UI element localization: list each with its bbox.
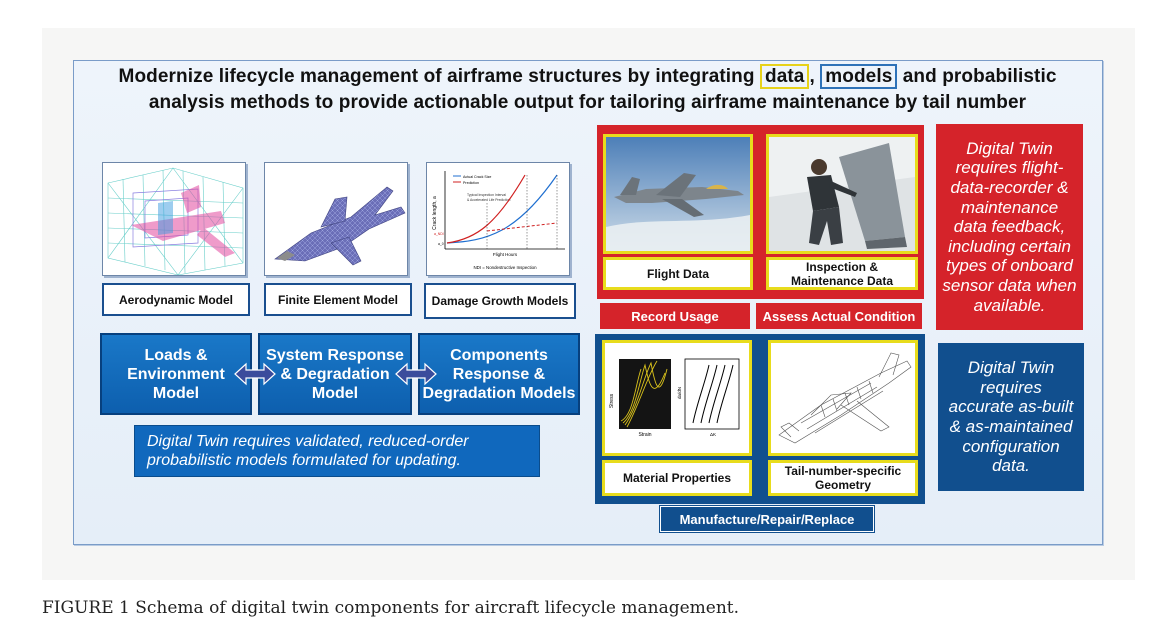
crack-growth-plot: Crack length, a Flight Hours Actual Crac… xyxy=(427,163,569,275)
material-properties-frame: Stress Strain da/dN ΔK xyxy=(602,340,752,456)
airframe-wireframe-graphic xyxy=(771,343,915,453)
validated-models-note: Digital Twin requires validated, reduced… xyxy=(134,425,540,477)
dk-axis-label: ΔK xyxy=(710,432,716,437)
headline-text-end: and probabilistic xyxy=(902,66,1057,87)
damage-growth-models-label: Damage Growth Models xyxy=(424,283,576,319)
components-response-degradation-box: Components Response & Degradation Models xyxy=(418,333,580,415)
assess-condition-label: Assess Actual Condition xyxy=(756,303,922,329)
aero-mesh-graphic xyxy=(103,163,245,275)
aerodynamic-model-label: Aerodynamic Model xyxy=(102,283,250,316)
highlight-models: models xyxy=(820,64,898,89)
crack-tick-andi: a_NDI xyxy=(434,232,444,236)
flight-data-label: Flight Data xyxy=(603,257,753,290)
headline-text: Modernize lifecycle management of airfra… xyxy=(118,66,755,87)
headline-line-1: Modernize lifecycle management of airfra… xyxy=(80,64,1095,89)
record-usage-label: Record Usage xyxy=(600,303,750,329)
crack-ylabel: Crack length, a xyxy=(432,196,438,230)
crack-note-interval: Typical Inspection Interval xyxy=(467,193,506,197)
aerodynamic-model-image xyxy=(102,162,246,276)
strain-axis-label: Strain xyxy=(638,432,651,438)
geometry-frame xyxy=(768,340,918,456)
crack-xlabel: Flight Hours xyxy=(493,252,518,257)
flight-photo-frame xyxy=(603,134,753,254)
configuration-data-note: Digital Twin requires accurate as-built … xyxy=(938,343,1084,491)
crack-legend-actual: Actual Crack Size xyxy=(463,175,491,179)
damage-growth-chart-image: Crack length, a Flight Hours Actual Crac… xyxy=(426,162,570,276)
material-properties-label: Material Properties xyxy=(602,460,752,496)
dadn-axis-label: da/dN xyxy=(677,387,682,399)
manufacture-repair-replace-label: Manufacture/Repair/Replace xyxy=(659,505,875,533)
double-arrow-icon xyxy=(234,362,276,386)
headline-line-2: analysis methods to provide actionable o… xyxy=(148,92,1027,113)
material-curves-graphic: Stress Strain da/dN ΔK xyxy=(605,343,749,453)
stress-axis-label: Stress xyxy=(609,393,615,408)
loads-environment-model-box: Loads & Environment Model xyxy=(100,333,252,415)
crack-legend-pred: Prediction xyxy=(463,181,479,185)
headline-comma: , xyxy=(809,66,815,87)
crack-footnote: NDI = Nondestructive Inspection xyxy=(473,265,537,270)
system-response-degradation-box: System Response & Degradation Model xyxy=(258,333,412,415)
inspection-photo-frame xyxy=(766,134,918,254)
finite-element-model-image xyxy=(264,162,408,276)
flight-data-recorder-note: Digital Twin requires flight-data-record… xyxy=(936,124,1083,330)
crack-tick-a0: a_0 xyxy=(438,242,444,246)
inspection-maintenance-label: Inspection & Maintenance Data xyxy=(766,257,918,290)
crack-note-damage: & Accelerated Life Prediction xyxy=(467,198,510,202)
double-arrow-icon xyxy=(395,362,437,386)
inspection-photo xyxy=(769,137,915,251)
highlight-data: data xyxy=(760,64,810,89)
fighter-jet-photo xyxy=(606,137,750,251)
figure-caption: FIGURE 1 Schema of digital twin componen… xyxy=(42,598,740,618)
finite-element-model-label: Finite Element Model xyxy=(264,283,412,316)
tail-number-geometry-label: Tail-number-specific Geometry xyxy=(768,460,918,496)
fem-jet-graphic xyxy=(265,163,407,275)
